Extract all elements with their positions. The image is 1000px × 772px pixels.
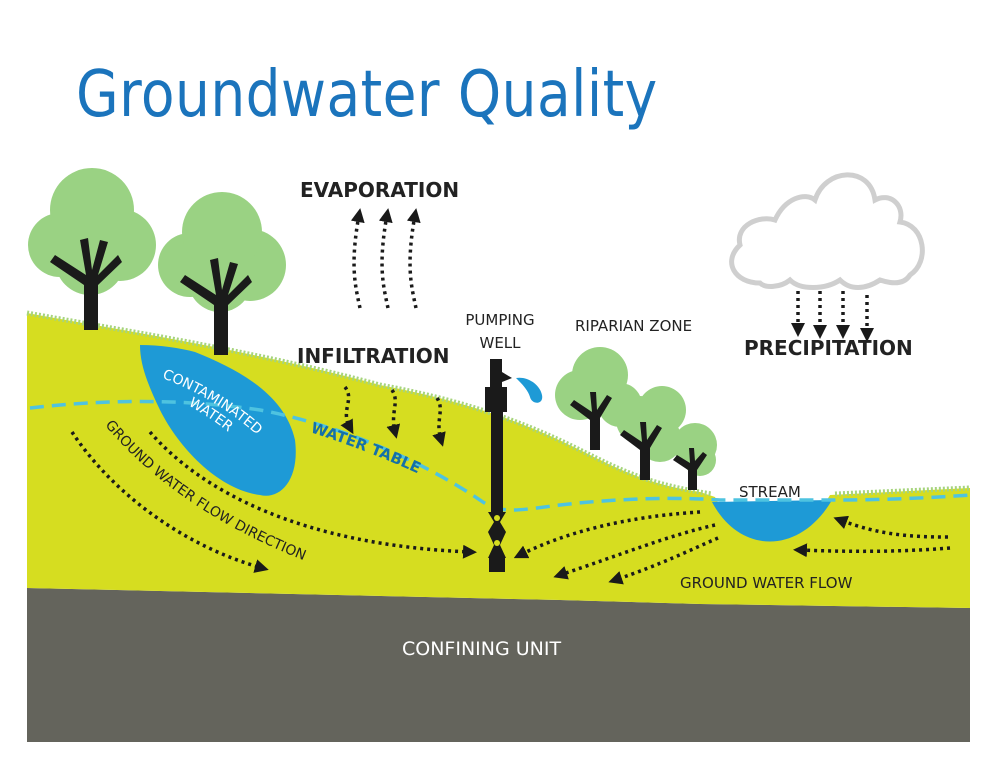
riparian-trees [555, 347, 717, 490]
evaporation-arrows [350, 208, 421, 309]
water-table-line [29, 399, 971, 512]
gw-flow-arrows-right [513, 510, 951, 585]
label-confining-unit: CONFINING UNIT [402, 638, 561, 660]
stream-water [712, 500, 832, 542]
pumping-well-icon [485, 359, 512, 572]
label-pumping-well-line2: WELL [479, 334, 521, 352]
label-stream: STREAM [739, 483, 801, 501]
label-precipitation: PRECIPITATION [744, 336, 913, 360]
page-title: Groundwater Quality [76, 58, 658, 132]
confining-unit-layer [27, 588, 970, 742]
label-pumping-well-line1: PUMPING [465, 311, 534, 329]
contaminated-water-plume [140, 345, 296, 496]
water-drop-icon [516, 377, 543, 403]
grass-surface [26, 310, 713, 497]
cloud-icon [729, 172, 925, 290]
label-ground-water-flow: GROUND WATER FLOW [680, 574, 853, 592]
precipitation-arrows [791, 291, 874, 342]
label-riparian-zone: RIPARIAN ZONE [575, 317, 692, 335]
label-infiltration: INFILTRATION [297, 344, 450, 368]
tree-left-1 [28, 168, 156, 330]
gw-flow-arrows-left [70, 430, 477, 573]
tree-left-2 [158, 192, 286, 355]
label-evaporation: EVAPORATION [300, 178, 459, 202]
